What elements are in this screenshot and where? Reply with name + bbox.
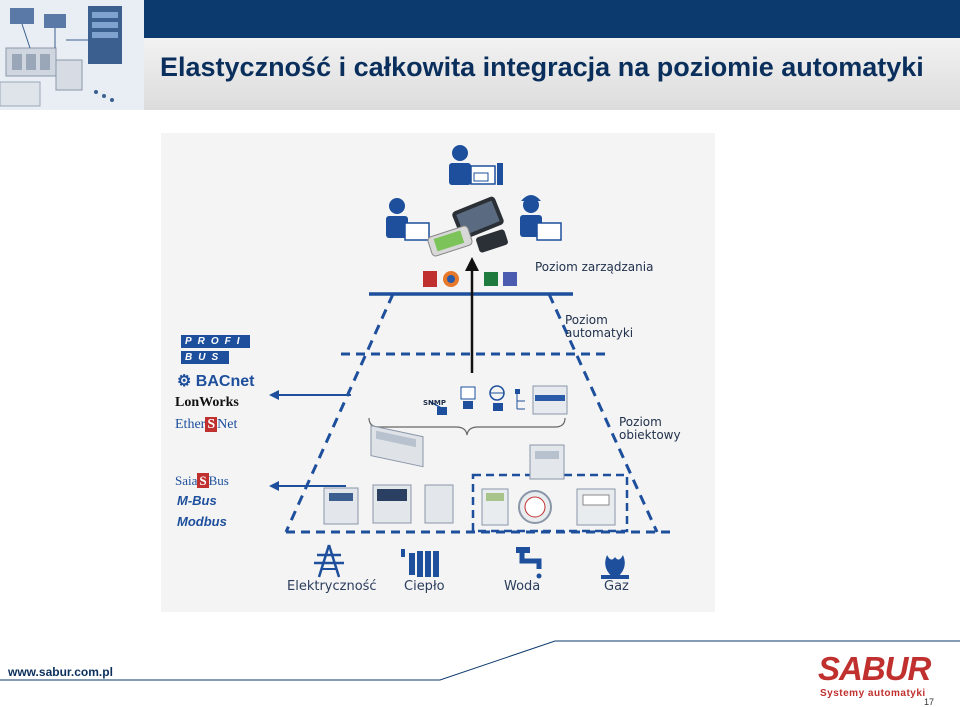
- lonworks-logo: LonWorks: [175, 395, 239, 410]
- ethersnet-part-a: Ether: [175, 417, 206, 432]
- top-bar: [0, 0, 960, 38]
- power-pylon-icon: [314, 544, 344, 578]
- saia-part-s: S: [197, 473, 209, 488]
- io-module-icon: [532, 385, 568, 415]
- object-level-label-line1: Poziom: [619, 415, 662, 429]
- utility-label-electricity: Elektryczność: [287, 579, 377, 594]
- web-globe-icon: [489, 385, 505, 411]
- automation-pyramid-diagram: Poziom zarządzania Poziom automatyki Poz…: [161, 133, 715, 612]
- utility-label-heat: Ciepło: [404, 579, 445, 594]
- profibus-logo: PROFI BUS: [181, 335, 250, 364]
- management-level-label: Poziom zarządzania: [535, 260, 654, 274]
- network-tree-icon: [515, 389, 525, 410]
- bacnet-text: BACnet: [195, 373, 255, 390]
- operator-user-icon: [386, 198, 430, 241]
- bus-text: BUS: [181, 351, 229, 364]
- page-title: Elastyczność i całkowita integracja na p…: [160, 52, 924, 82]
- bacnet-icon: ⚙: [177, 373, 192, 390]
- controller-module-icon: [372, 484, 412, 524]
- energy-meter-icon: [323, 487, 359, 525]
- technician-user-icon: [520, 195, 562, 241]
- pyramid-graphic: [269, 145, 671, 579]
- automation-level-label-line1: Poziom: [565, 313, 608, 327]
- website-link[interactable]: www.sabur.com.pl: [8, 665, 113, 679]
- ethersnet-part-s: S: [205, 417, 218, 432]
- profi-text: PROFI: [181, 335, 250, 348]
- relay-module-icon: [424, 484, 454, 524]
- plc-controller-icon: [370, 425, 424, 468]
- header-thumbnail: [0, 0, 144, 110]
- saia-part-b: Bus: [208, 473, 229, 488]
- snmp-label: SNMP: [423, 399, 446, 407]
- object-level-label-line2: obiektowy: [619, 428, 681, 442]
- gas-meter-icon: [576, 488, 616, 526]
- saia-part-a: Saia: [175, 473, 198, 488]
- page-number: 17: [924, 697, 935, 707]
- footer-swoosh: [0, 640, 960, 681]
- water-meter-icon: [518, 490, 552, 524]
- software-icons: [423, 271, 517, 287]
- ethersnet-part-b: Net: [217, 417, 238, 432]
- snmp-icon: [428, 400, 447, 415]
- gateway-module-icon: [529, 444, 565, 480]
- modbus-logo: Modbus: [177, 514, 227, 529]
- sabur-logo-subtitle: Systemy automatyki: [820, 688, 926, 699]
- mobile-devices-icon: [427, 196, 508, 257]
- radiator-icon: [401, 549, 439, 577]
- utility-label-water: Woda: [504, 579, 541, 594]
- automation-level-label-line2: automatyki: [565, 326, 634, 340]
- utility-label-gas: Gaz: [604, 579, 629, 594]
- network-illustration-icon: [0, 0, 144, 110]
- admin-user-icon: [449, 145, 503, 185]
- gas-flame-icon: [601, 555, 629, 579]
- email-icon: [460, 386, 476, 409]
- mbus-logo: M-Bus: [177, 493, 217, 508]
- bacnet-logo: ⚙ BACnet: [177, 371, 254, 391]
- sabur-logo: SABUR: [818, 650, 931, 687]
- heat-meter-icon: [481, 488, 509, 526]
- water-tap-icon: [516, 547, 542, 579]
- title-bar: [0, 38, 960, 110]
